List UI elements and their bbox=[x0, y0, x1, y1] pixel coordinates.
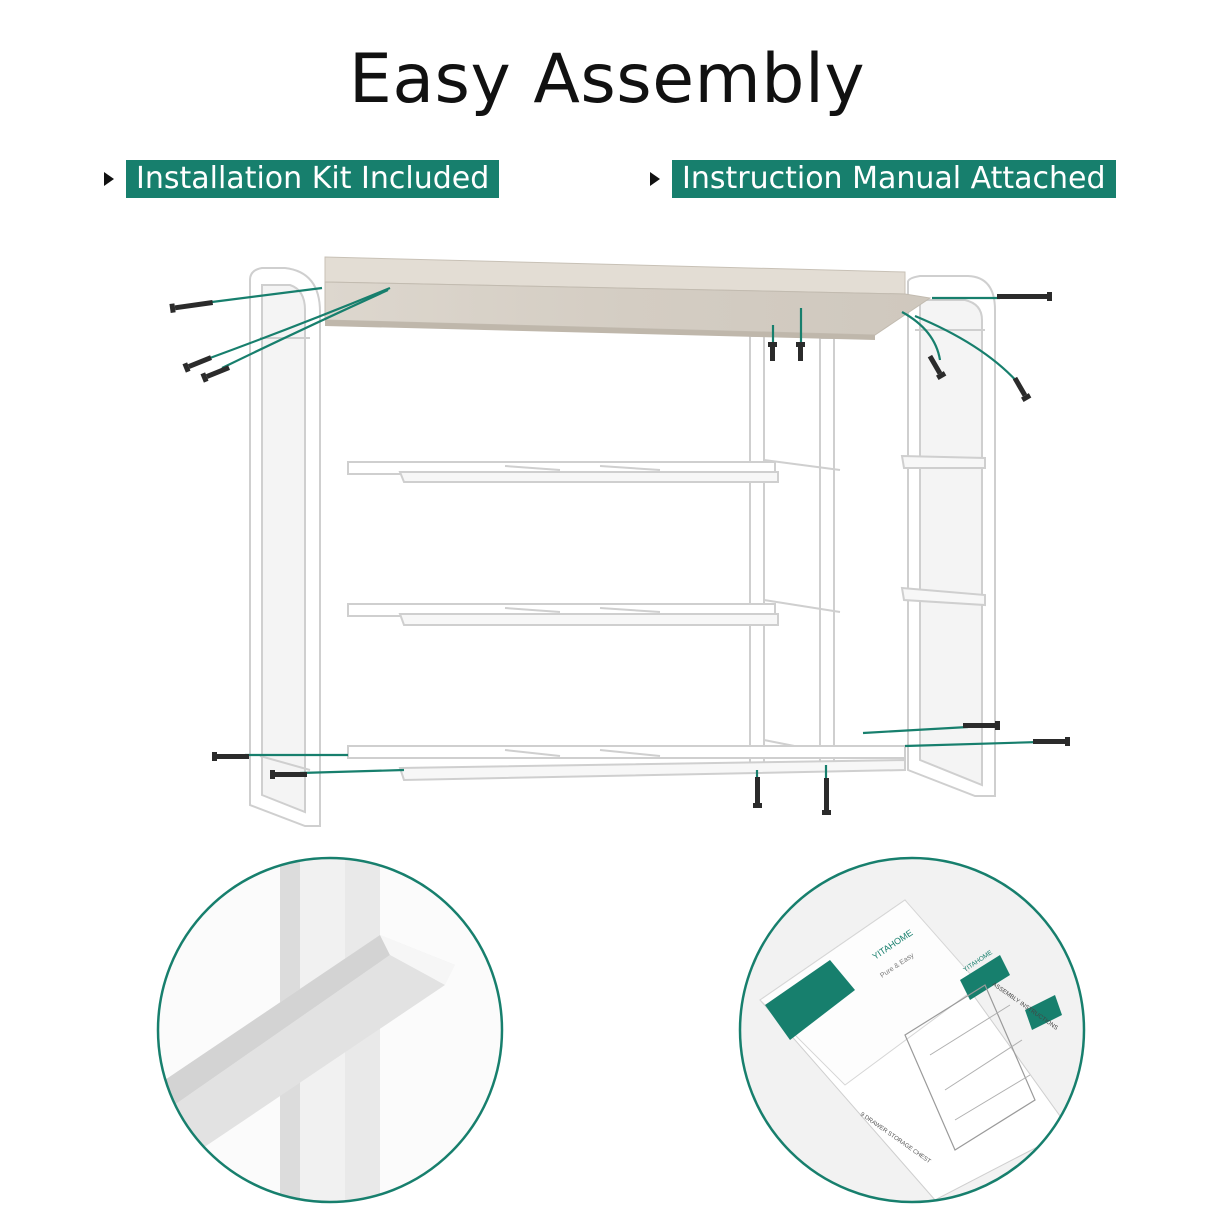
right-side-frame bbox=[900, 275, 996, 797]
screw-icon bbox=[169, 300, 213, 313]
screw-icon bbox=[200, 365, 231, 383]
screw-icon bbox=[753, 777, 762, 808]
screw-icon bbox=[963, 721, 1000, 730]
instruction-manual-closeup: YITAHOME Pure & Easy YITAHOME ASSEMBLY I… bbox=[738, 856, 1086, 1204]
screw-icon bbox=[1012, 376, 1032, 402]
middle-divider-frame bbox=[749, 335, 841, 769]
shelf-bottom bbox=[347, 745, 906, 782]
screw-icon bbox=[212, 752, 249, 761]
screw-icon bbox=[927, 354, 947, 380]
feature-installation-kit: Installation Kit Included bbox=[104, 160, 500, 198]
screw-icon-group bbox=[169, 292, 1070, 815]
feature-label: Installation Kit Included bbox=[126, 160, 500, 198]
screw-icon bbox=[997, 292, 1052, 301]
play-arrow-icon bbox=[650, 172, 660, 186]
page-title: Easy Assembly bbox=[348, 40, 866, 119]
screw-icon bbox=[1033, 737, 1070, 746]
screw-icon bbox=[796, 342, 805, 361]
screw-icon bbox=[182, 355, 213, 373]
assembly-guide-lines bbox=[209, 286, 1041, 782]
feature-instruction-manual: Instruction Manual Attached bbox=[650, 160, 1116, 198]
screw-icon bbox=[768, 342, 777, 361]
play-arrow-icon bbox=[104, 172, 114, 186]
wooden-top-board bbox=[324, 256, 932, 340]
frame-joint-closeup bbox=[156, 856, 504, 1204]
feature-label: Instruction Manual Attached bbox=[672, 160, 1116, 198]
screw-icon bbox=[270, 770, 307, 779]
shelf-top bbox=[347, 461, 779, 483]
left-side-frame bbox=[249, 267, 321, 827]
screw-icon bbox=[822, 778, 831, 815]
shelf-middle bbox=[347, 603, 779, 626]
